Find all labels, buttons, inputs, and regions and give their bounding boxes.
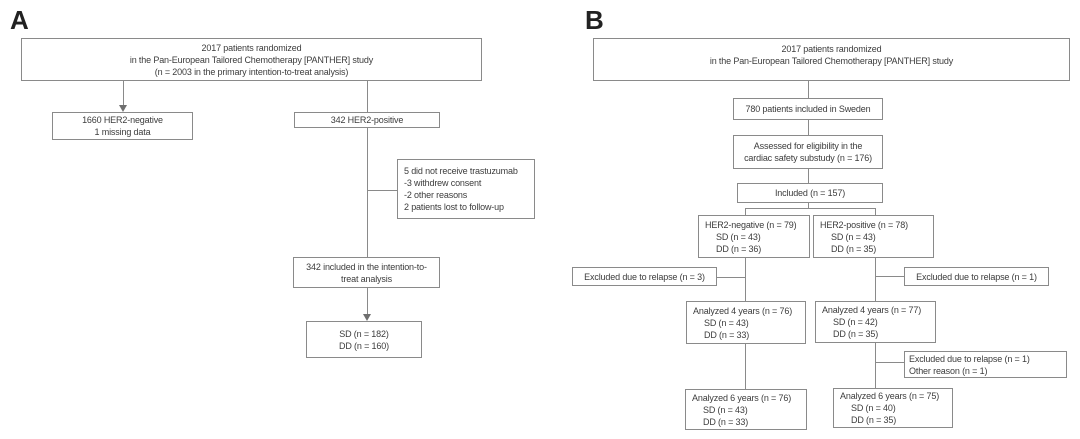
connector-line [875,343,876,388]
box-b-her2-negative: HER2-negative (n = 79) SD (n = 43) DD (n… [698,215,810,258]
connector-line [123,81,124,106]
text-line: SD (n = 43) [703,404,748,415]
box-a-her2-negative: 1660 HER2-negative 1 missing data [52,112,193,140]
text-line: 342 included in the intention-to- [306,261,427,272]
connector-line [745,208,746,215]
text-line: treat analysis [341,273,392,284]
box-b-sweden: 780 patients included in Sweden [733,98,883,120]
connector-line [876,276,904,277]
arrowhead-down-icon [119,105,127,112]
connector-line [717,277,745,278]
panel-b-label: B [585,5,604,35]
text-line: DD (n = 35) [833,329,879,339]
text-line: SD (n = 42) [833,317,878,327]
text-line: DD (n = 35) [831,243,877,254]
connector-line [745,258,746,301]
text-line: (n = 2003 in the primary intention-to-tr… [154,66,349,77]
text-line: DD (n = 33) [703,416,749,427]
text-line: 5 did not receive trastuzumab [404,166,518,176]
text-line: 1 missing data [94,127,151,137]
text-line: 780 patients included in Sweden [745,104,871,114]
connector-line [367,81,368,112]
connector-line [808,169,809,183]
box-b-assessed-eligibility: Assessed for eligibility in the cardiac … [733,135,883,169]
connector-line [367,128,368,257]
text-line: -3 withdrew consent [404,178,482,188]
connector-line [367,288,368,315]
text-line: SD (n = 43) [716,231,761,242]
connector-line [745,344,746,389]
box-a-her2-positive: 342 HER2-positive [294,112,440,128]
text-line: SD (n = 40) [851,403,896,413]
box-a-itt-analysis: 342 included in the intention-to- treat … [293,257,440,288]
box-b-excluded-relapse-left: Excluded due to relapse (n = 3) [572,267,717,286]
text-line: DD (n = 36) [716,243,762,254]
text-line: 2 patients lost to follow-up [404,202,504,212]
text-line: in the Pan-European Tailored Chemotherap… [709,56,954,66]
text-line: -2 other reasons [404,190,468,200]
text-line: 342 HER2-positive [330,115,404,125]
text-line: cardiac safety substudy (n = 176) [744,153,872,163]
text-line: SD (n = 43) [831,231,876,242]
box-b-excluded-relapse-right: Excluded due to relapse (n = 1) [904,267,1049,286]
box-b-analyzed-4-years-positive: Analyzed 4 years (n = 77) SD (n = 42) DD… [815,301,936,343]
box-b-analyzed-6-years-positive: Analyzed 6 years (n = 75) SD (n = 40) DD… [833,388,953,428]
connector-line [367,190,397,191]
text-line: 1660 HER2-negative [82,115,163,125]
text-line: DD (n = 35) [851,415,897,425]
connector-line [808,120,809,135]
box-b-randomized: 2017 patients randomized in the Pan-Euro… [593,38,1070,81]
connector-line [875,208,876,215]
box-a-treatment-arms: SD (n = 182) DD (n = 160) [306,321,422,358]
text-line: Excluded due to relapse (n = 1) [909,353,1030,364]
connector-line [876,362,904,363]
connector-line [808,81,809,98]
text-line: Excluded due to relapse (n = 3) [584,271,705,282]
box-b-included: Included (n = 157) [737,183,883,203]
text-line: 2017 patients randomized [201,42,302,53]
text-line: HER2-positive (n = 78) [820,219,908,230]
text-line: in the Pan-European Tailored Chemotherap… [129,54,374,65]
text-line: Analyzed 6 years (n = 76) [692,392,792,403]
text-line: Assessed for eligibility in the [753,141,863,151]
box-a-randomized: 2017 patients randomized in the Pan-Euro… [21,38,482,81]
text-line: Other reason (n = 1) [909,365,988,376]
text-line: DD (n = 33) [704,329,750,340]
box-b-excluded-relapse-other: Excluded due to relapse (n = 1) Other re… [904,351,1067,378]
text-line: SD (n = 43) [704,317,749,328]
connector-line [808,203,809,208]
connector-line [875,258,876,301]
text-line: 2017 patients randomized [781,44,882,54]
text-line: SD (n = 182) [339,328,389,339]
text-line: DD (n = 160) [339,340,389,351]
text-line: Analyzed 4 years (n = 77) [822,305,922,315]
connector-line [745,208,876,209]
box-b-analyzed-4-years-negative: Analyzed 4 years (n = 76) SD (n = 43) DD… [686,301,806,344]
box-b-her2-positive: HER2-positive (n = 78) SD (n = 43) DD (n… [813,215,934,258]
box-b-analyzed-6-years-negative: Analyzed 6 years (n = 76) SD (n = 43) DD… [685,389,807,430]
text-line: Analyzed 4 years (n = 76) [693,305,793,316]
text-line: Included (n = 157) [774,188,846,198]
arrowhead-down-icon [363,314,371,321]
box-a-not-received-trastuzumab: 5 did not receive trastuzumab -3 withdre… [397,159,535,219]
text-line: HER2-negative (n = 79) [705,219,797,230]
text-line: Analyzed 6 years (n = 75) [840,391,940,401]
panel-a-label: A [10,5,29,35]
text-line: Excluded due to relapse (n = 1) [916,271,1037,282]
